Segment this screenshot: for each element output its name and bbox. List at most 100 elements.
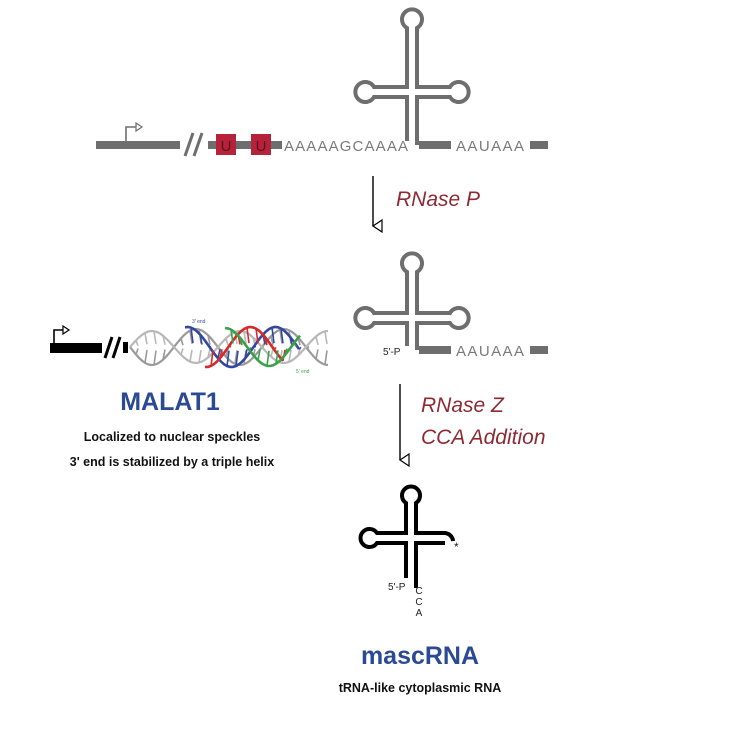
helix-base xyxy=(270,335,274,346)
helix-base xyxy=(216,346,220,349)
promoter-arrow-icon xyxy=(125,126,137,141)
gene-bar xyxy=(530,141,548,149)
mascrna-description: tRNA-like cytoplasmic RNA xyxy=(339,681,502,695)
gene-bar xyxy=(530,346,548,354)
helix-base xyxy=(284,348,288,356)
five-prime-label: 5'-P xyxy=(388,582,406,593)
three-prime-end-label: 3' end xyxy=(192,319,206,325)
helix-base xyxy=(315,349,319,360)
helix-base xyxy=(266,350,270,366)
break-mark-icon xyxy=(103,336,122,359)
helix-base xyxy=(324,350,328,365)
helix-base xyxy=(264,336,268,346)
helix-base xyxy=(315,336,319,346)
u-label: U xyxy=(256,138,267,155)
u-box xyxy=(216,134,236,155)
helix-base xyxy=(171,344,175,348)
helix-base xyxy=(298,346,302,350)
helix-base xyxy=(234,350,238,365)
helix-base xyxy=(162,349,166,360)
sequence-text: AAAAAGCAAAA xyxy=(284,138,408,155)
helix-base xyxy=(230,329,234,344)
helix-base xyxy=(190,327,194,344)
helix-base xyxy=(228,345,232,348)
helix-base xyxy=(162,335,166,345)
helix-base xyxy=(306,346,310,350)
helix-base xyxy=(275,350,279,364)
trna-cloverleaf-icon xyxy=(358,484,456,588)
asterisk-label: * xyxy=(454,540,459,554)
cca-letter: A xyxy=(416,608,423,619)
promoter-arrowhead-icon xyxy=(62,324,71,336)
polya-signal-text: AAUAAA xyxy=(456,138,524,155)
helix-base xyxy=(271,327,275,344)
helix-base xyxy=(226,350,230,367)
five-prime-end-label: 5' end xyxy=(296,369,310,375)
helix-base xyxy=(189,330,193,344)
malat1-description: 3' end is stabilized by a triple helix xyxy=(70,455,274,469)
helix-base xyxy=(297,348,301,356)
helix-base xyxy=(144,350,148,363)
trna-cloverleaf-icon xyxy=(353,251,471,350)
helix-base xyxy=(207,335,211,345)
intermediate-transcript: 5'-P AAUAAA xyxy=(353,251,548,360)
helix-base xyxy=(289,336,293,346)
helix-base xyxy=(280,328,284,344)
cca-letter: C xyxy=(415,586,422,597)
cca-letter: C xyxy=(415,597,422,608)
promoter-arrow-icon xyxy=(53,329,64,343)
helix-base xyxy=(279,329,283,344)
gene-bar xyxy=(419,141,451,149)
triple-helix-structure-icon xyxy=(129,325,329,369)
helix-base xyxy=(153,331,157,344)
enzyme-label: CCA Addition xyxy=(421,426,546,449)
trna-cloverleaf-icon xyxy=(353,7,471,145)
helix-base xyxy=(288,349,292,363)
malat1-title: MALAT1 xyxy=(120,388,220,416)
u-box xyxy=(251,134,271,155)
polya-signal-text: AAUAAA xyxy=(456,343,524,360)
helix-base xyxy=(273,346,277,350)
malat1: 3' end 5' end MALAT1 Localized to nuclea… xyxy=(50,319,329,469)
helix-base xyxy=(243,331,247,345)
helix-base xyxy=(239,337,243,346)
helix-base xyxy=(144,332,148,345)
gene-bar xyxy=(208,141,282,149)
helix-base xyxy=(257,349,261,361)
precursor-transcript: U U AAAAAGCAAAA AAUAAA xyxy=(96,7,548,157)
helix-base xyxy=(219,349,223,359)
enzyme-label: RNase P xyxy=(396,188,480,211)
helix-strand xyxy=(205,325,284,369)
helix-base xyxy=(180,338,184,346)
helix-base xyxy=(135,340,139,346)
helix-strand xyxy=(224,326,301,368)
enzyme-label: RNase Z xyxy=(421,394,505,417)
helix-base xyxy=(208,345,212,348)
helix-base xyxy=(324,331,328,344)
helix-base xyxy=(248,346,252,351)
gene-bar xyxy=(96,141,180,149)
gene-bar xyxy=(419,346,451,354)
mascrna-title: mascRNA xyxy=(361,642,479,670)
helix-base xyxy=(270,348,274,357)
helix-base xyxy=(293,342,297,347)
helix-base xyxy=(253,345,257,348)
u-label: U xyxy=(221,138,232,155)
helix-base xyxy=(246,327,250,344)
helix-strand xyxy=(184,325,301,369)
helix-base xyxy=(180,348,184,355)
helix-base xyxy=(255,328,259,344)
helix-base xyxy=(135,348,139,355)
helix-base xyxy=(199,334,203,345)
helix-base xyxy=(225,338,229,346)
helix-base xyxy=(198,349,202,363)
mascrna: * 5'-P C C A mascRNA tRNA-like cytoplasm… xyxy=(339,484,502,695)
malat1-description: Localized to nuclear speckles xyxy=(84,430,261,444)
five-prime-label: 5'-P xyxy=(383,347,401,358)
helix-base xyxy=(153,350,157,365)
helix-base xyxy=(244,349,248,359)
break-mark-icon xyxy=(183,132,204,157)
gene-bar xyxy=(50,343,102,353)
helix-base xyxy=(217,349,221,359)
